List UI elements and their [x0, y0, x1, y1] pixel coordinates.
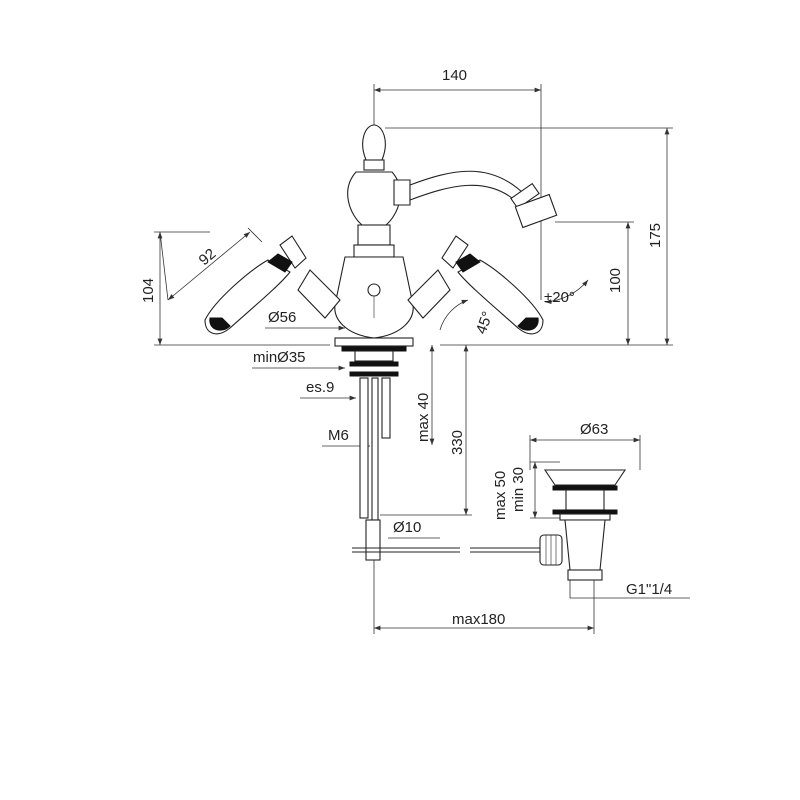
dim-100: 100 [607, 268, 624, 293]
dim-330: 330 [449, 430, 466, 455]
dim-thread-g: G1"1/4 [626, 581, 672, 598]
dim-92: 92 [196, 245, 220, 269]
spout [409, 170, 526, 204]
dim-thread-m6: M6 [328, 427, 349, 444]
left-lever [204, 259, 291, 335]
nozzle [514, 193, 558, 229]
dim-min-30: min 30 [510, 467, 527, 512]
pop-up-waste [539, 469, 627, 581]
dim-spout-angle: ±20° [544, 289, 575, 306]
dimension-lines [154, 84, 690, 634]
dim-diameter-56: Ø56 [268, 309, 296, 326]
dim-max-50: max 50 [492, 471, 509, 520]
right-lever [457, 259, 544, 335]
dim-min-hole: minØ35 [253, 349, 306, 366]
dim-175: 175 [647, 223, 664, 248]
dim-diameter-63: Ø63 [580, 421, 608, 438]
right-handle [407, 235, 544, 335]
dim-handle-angle: 45° [473, 309, 497, 336]
faucet [204, 124, 627, 581]
dim-thickness: es.9 [306, 379, 334, 396]
column-head [347, 171, 401, 226]
finial [362, 124, 386, 161]
dim-max-40: max 40 [415, 393, 432, 442]
dim-diameter-10: Ø10 [393, 519, 421, 536]
dim-max-180: max180 [452, 611, 505, 628]
dim-104: 104 [140, 278, 157, 303]
left-handle [204, 235, 341, 335]
dim-140: 140 [442, 67, 467, 84]
